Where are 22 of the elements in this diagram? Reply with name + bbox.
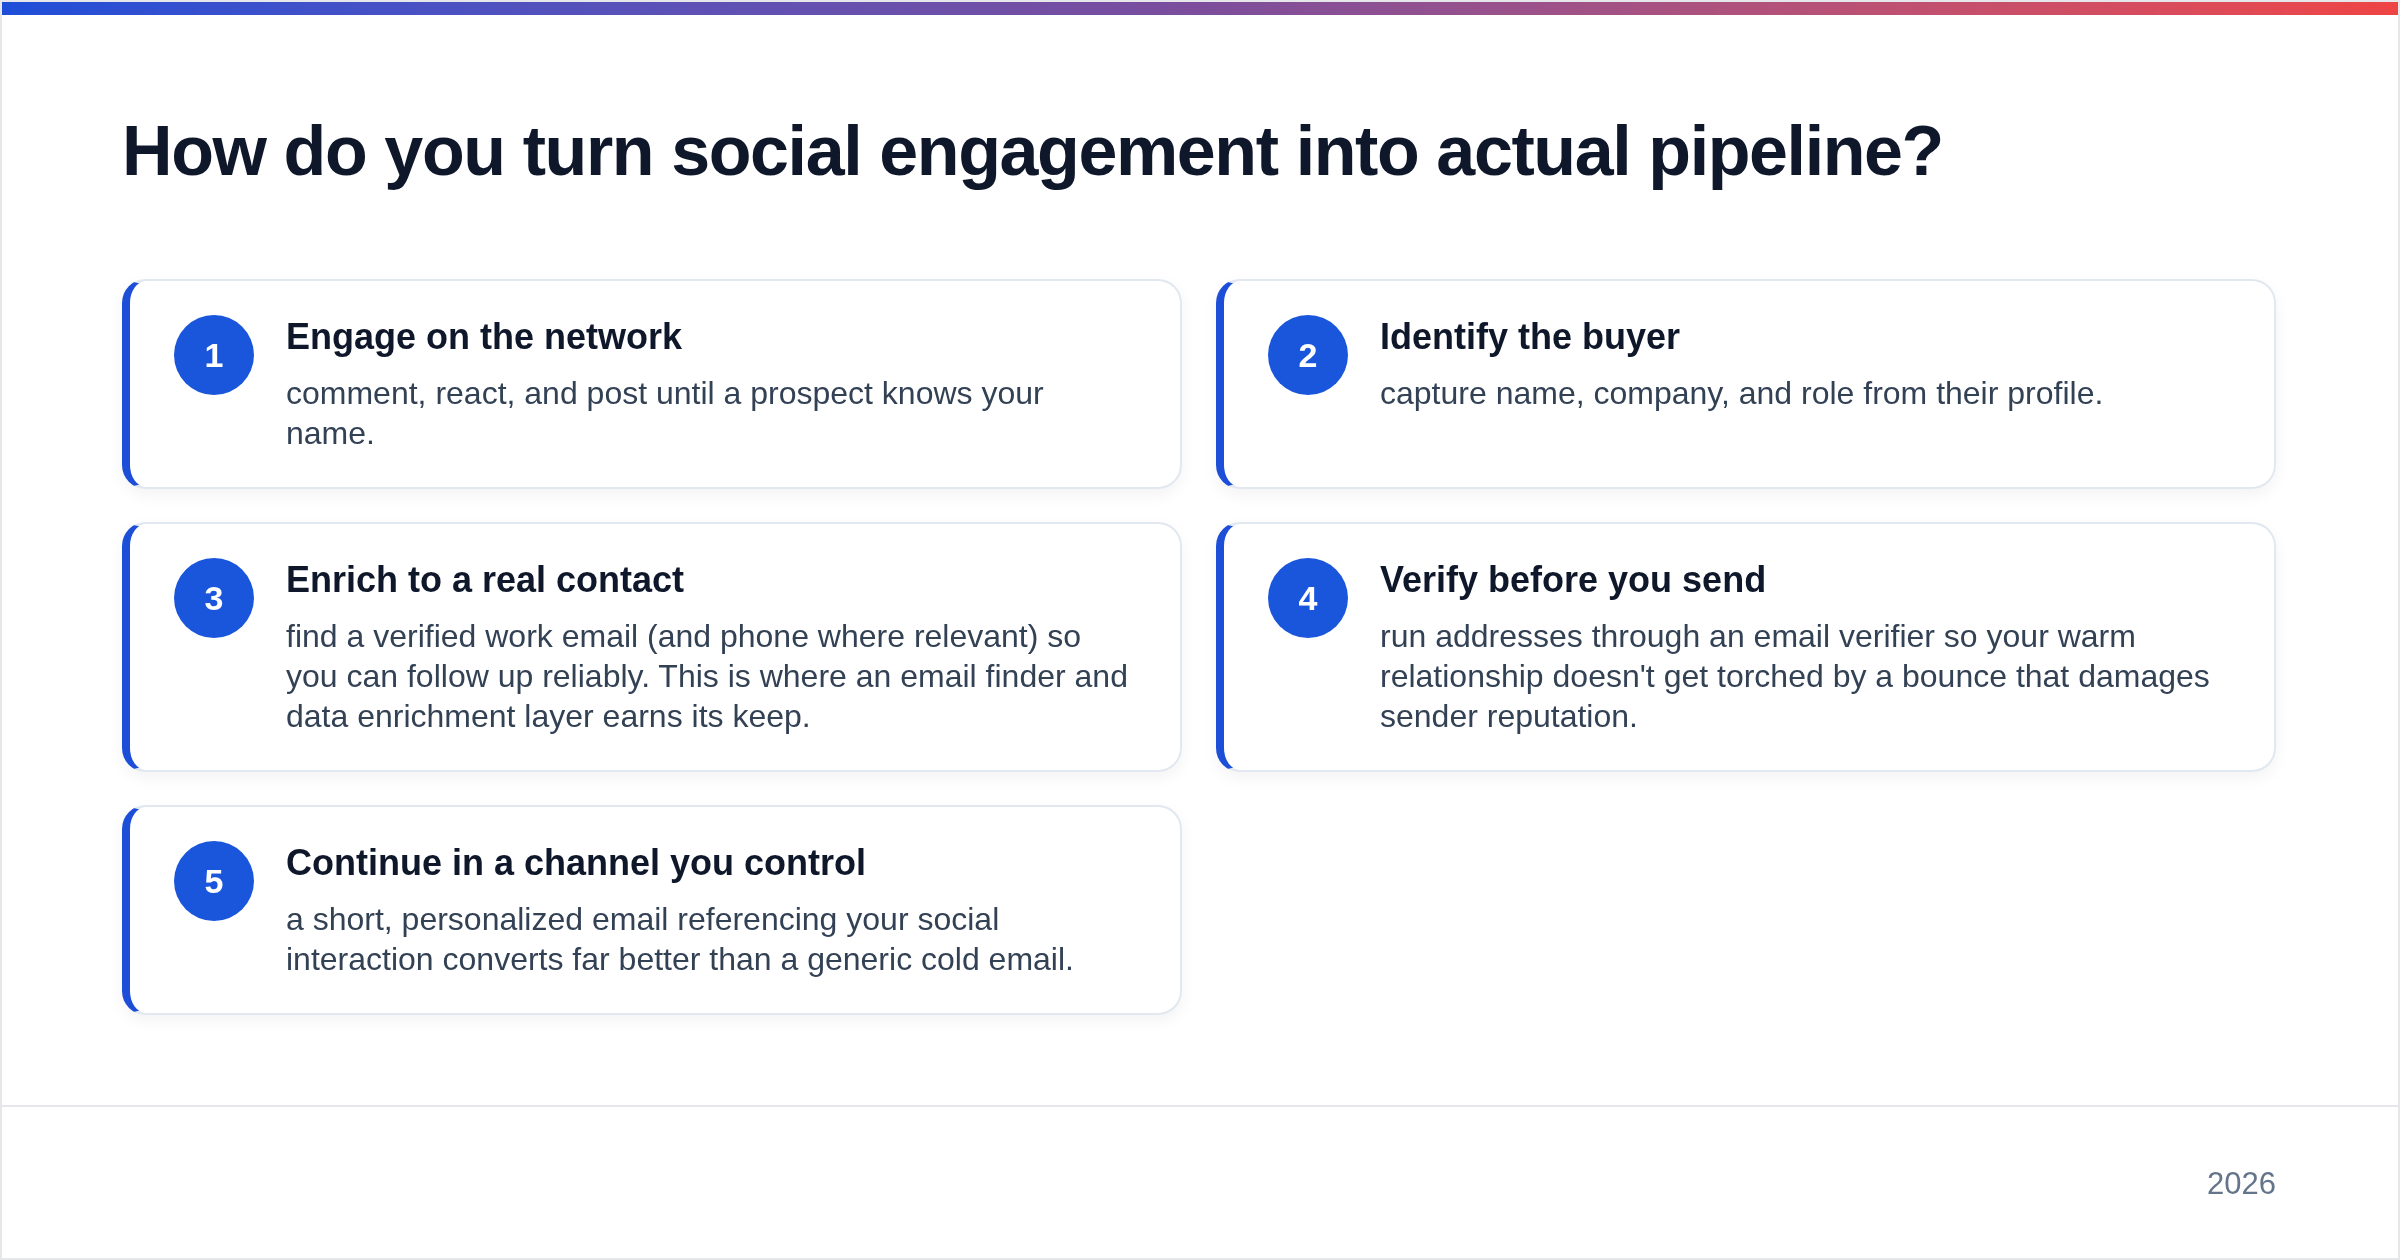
- page-title: How do you turn social engagement into actual pipeline?: [122, 111, 1943, 192]
- step-card: [122, 805, 1182, 1015]
- step-description: comment, react, and post until a prospect knows your name.: [286, 374, 1045, 453]
- step-card: [1216, 522, 2276, 772]
- step-card: [122, 279, 1182, 489]
- step-description: a short, personalized email referencing your social interaction converts far better than a generic cold email.: [286, 900, 1075, 979]
- step-heading: Continue in a channel you control: [286, 841, 868, 885]
- step-number-badge: 3: [174, 558, 254, 638]
- step-heading: Engage on the network: [286, 315, 684, 359]
- step-number-badge: 2: [1268, 315, 1348, 395]
- step-number-badge: 1: [174, 315, 254, 395]
- step-number-badge: 5: [174, 841, 254, 921]
- step-description: run addresses through an email verifier so your warm relationship doesn't get torched by a bounce that damages sender reputation.: [1380, 617, 2211, 736]
- step-description: find a verified work email (and phone where relevant) so you can follow up reliably. This is where an email finder and data enrichment layer earns its keep.: [286, 617, 1129, 736]
- step-number-badge: 4: [1268, 558, 1348, 638]
- step-heading: Enrich to a real contact: [286, 558, 686, 602]
- year-label: 2026: [2207, 1166, 2276, 1202]
- step-card: [122, 522, 1182, 772]
- step-heading: Identify the buyer: [1380, 315, 1682, 359]
- step-heading: Verify before you send: [1380, 558, 1768, 602]
- step-card: [1216, 279, 2276, 489]
- step-description: capture name, company, and role from their profile.: [1380, 374, 2104, 413]
